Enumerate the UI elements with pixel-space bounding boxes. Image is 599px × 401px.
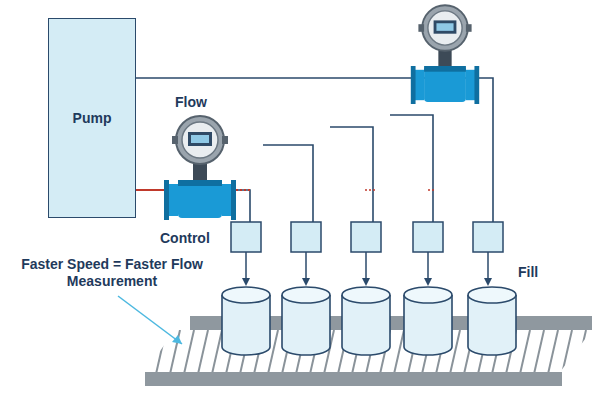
flow-meter [411,5,479,104]
container [222,287,270,355]
container [342,287,390,355]
container [282,287,330,355]
pump-box: Pump [48,18,136,218]
leader-line [118,296,182,344]
pipe-flow [136,189,166,191]
container [468,287,516,355]
callout-text: Faster Speed = Faster Flow Measurement [14,256,210,290]
control-label: Control [160,230,228,247]
container [404,287,452,355]
flow-meter [164,116,236,220]
fill-label: Fill [518,264,578,281]
control-valves [231,222,503,252]
conveyor-rail [145,372,562,386]
meter-label: Flow [175,94,235,111]
node-text: Pump [73,110,112,127]
fill-arrows [246,252,488,284]
